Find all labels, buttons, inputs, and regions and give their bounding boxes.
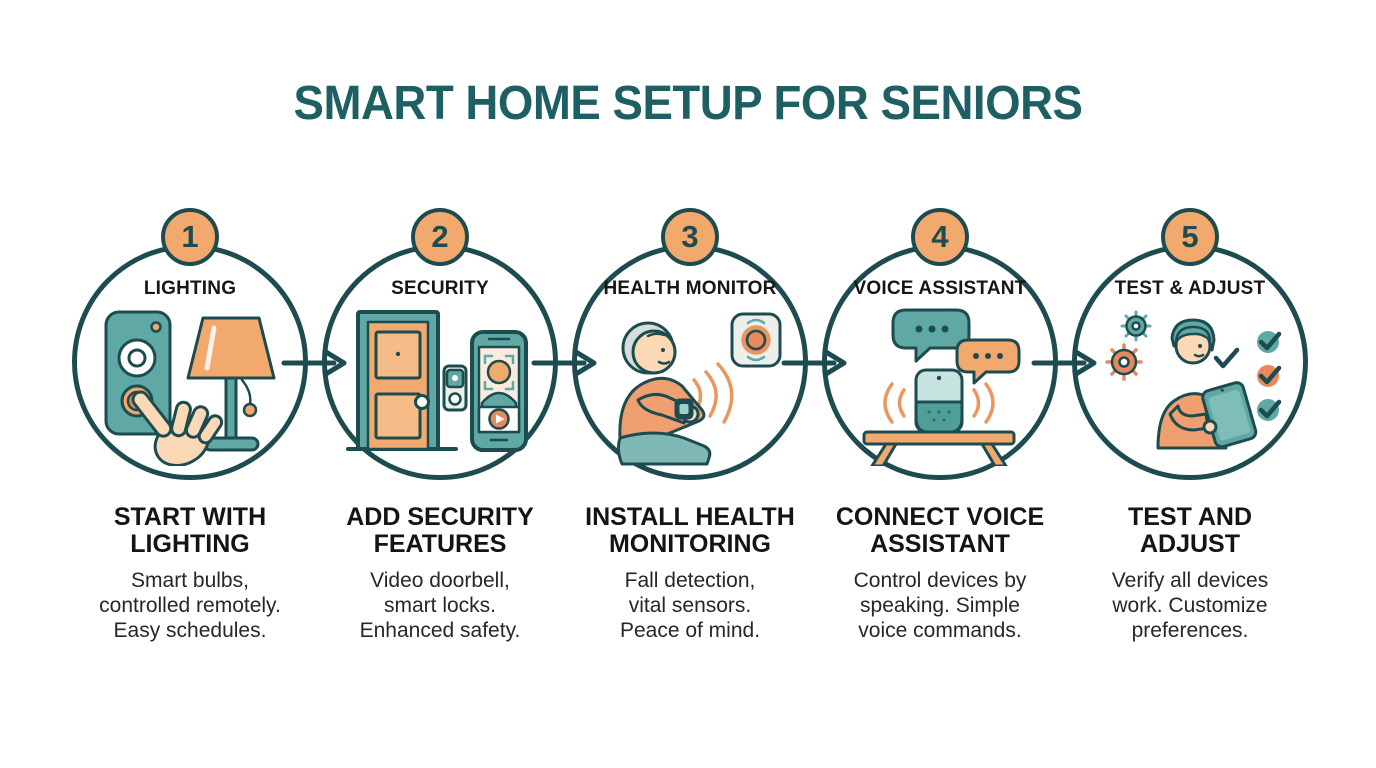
step-heading-line: FEATURES (373, 530, 507, 558)
step-heading-line: CONNECT VOICE (835, 503, 1045, 531)
step-description: Video doorbell, smart locks. Enhanced sa… (315, 568, 565, 643)
step-label: LIGHTING (143, 278, 237, 299)
step-description: Control devices by speaking. Simple voic… (815, 568, 1065, 643)
lighting-icon (104, 310, 276, 466)
step-description-line: Peace of mind. (619, 619, 761, 642)
step-description-line: controlled remotely. (99, 594, 281, 617)
step-number-badge: 1 (161, 208, 219, 266)
arrow-right-icon (781, 349, 847, 377)
arrow-right-icon (281, 349, 347, 377)
step-description-line: vital sensors. (628, 594, 752, 617)
step-description-line: speaking. Simple (860, 594, 1020, 617)
step-label: TEST & ADJUST (1114, 278, 1266, 299)
step-heading-line: INSTALL HEALTH (585, 503, 795, 531)
step-description-line: smart locks. (383, 594, 496, 617)
arrow-right-icon (531, 349, 597, 377)
step-heading-line: ADD SECURITY (346, 503, 534, 531)
page-title: SMART HOME SETUP FOR SENIORS (293, 77, 1083, 130)
step-number-badge: 3 (661, 208, 719, 266)
step-description-line: preferences. (1131, 619, 1249, 642)
step-description: Smart bulbs, controlled remotely. Easy s… (65, 568, 315, 643)
step-description: Verify all devices work. Customize prefe… (1065, 568, 1315, 643)
step-description: Fall detection, vital sensors. Peace of … (565, 568, 815, 643)
voice-assistant-icon (862, 308, 1021, 466)
step-heading: CONNECT VOICE ASSISTANT (815, 504, 1065, 558)
step-number-badge: 2 (411, 208, 469, 266)
step-heading: ADD SECURITY FEATURES (315, 504, 565, 558)
step-5-test-adjust: 5 TEST & ADJUST (1065, 208, 1315, 668)
step-description-line: Control devices by (853, 569, 1027, 592)
arrow-right-icon (1031, 349, 1097, 377)
step-heading-line: START WITH (113, 503, 267, 531)
step-2-security: 2 SECURITY ADD SECURITY (315, 208, 565, 668)
step-heading: INSTALL HEALTH MONITORING (565, 504, 815, 558)
security-icon (346, 310, 528, 452)
step-description-line: Fall detection, (624, 569, 756, 592)
step-heading-line: TEST AND (1127, 503, 1253, 531)
test-adjust-icon (1105, 310, 1282, 450)
step-number-badge: 4 (911, 208, 969, 266)
step-number-badge: 5 (1161, 208, 1219, 266)
step-heading-line: ADJUST (1139, 530, 1240, 558)
step-description-line: voice commands. (858, 619, 1022, 642)
step-heading-line: LIGHTING (130, 530, 250, 558)
step-4-voice-assistant: 4 VOICE ASSISTANT CONNECT VOICE ASSISTAN… (815, 208, 1065, 668)
step-description-line: Verify all devices (1111, 569, 1269, 592)
gear-icon (1105, 343, 1143, 381)
step-label: SECURITY (391, 278, 489, 299)
step-description-line: work. Customize (1112, 594, 1268, 617)
step-description-line: Smart bulbs, (131, 569, 249, 592)
step-description-line: Video doorbell, (370, 569, 510, 592)
step-heading-line: MONITORING (608, 530, 772, 558)
health-monitor-icon (616, 312, 782, 466)
step-heading: TEST AND ADJUST (1065, 504, 1315, 558)
gear-icon (1120, 310, 1152, 342)
step-label: VOICE ASSISTANT (853, 278, 1027, 299)
step-description-line: Easy schedules. (113, 619, 267, 642)
step-1-lighting: 1 LIGHTING START WITH LIGHTING Sma (65, 208, 315, 668)
step-heading: START WITH LIGHTING (65, 504, 315, 558)
step-description-line: Enhanced safety. (359, 619, 521, 642)
step-label: HEALTH MONITOR (603, 278, 777, 299)
step-heading-line: ASSISTANT (870, 530, 1010, 558)
step-3-health-monitor: 3 HEALTH MONITOR INSTALL HEALTH MONI (565, 208, 815, 668)
